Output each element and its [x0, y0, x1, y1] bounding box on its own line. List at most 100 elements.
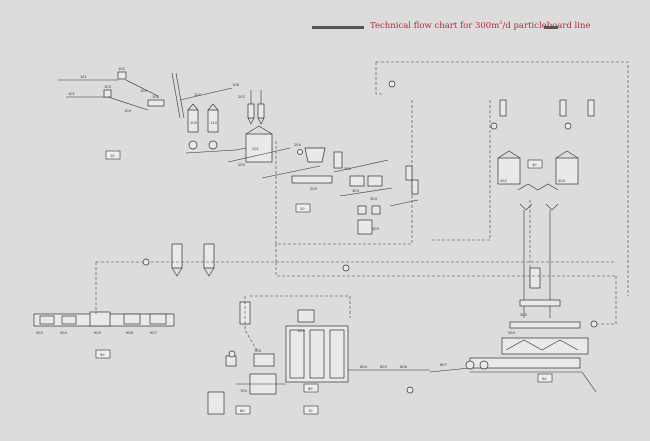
area-label-60: 60 [308, 387, 313, 391]
screen-304 [367, 175, 383, 187]
title-suffix: /d particleboard line [502, 20, 591, 31]
belt-108 [179, 87, 233, 101]
dash-top-loop [376, 61, 629, 296]
fan-d [342, 264, 350, 272]
tag-201: 201 [252, 147, 259, 151]
tag-109: 109 [190, 121, 198, 125]
silo-roofs-40 [497, 150, 579, 159]
tag-304: 304 [370, 197, 378, 201]
tag-101a: 101 [80, 75, 87, 79]
cyclone-cones [247, 117, 265, 125]
wet-silo-roof [245, 125, 273, 135]
tag-108: 108 [232, 83, 240, 87]
area-90-finishing: 90 [33, 243, 215, 359]
area-label-box-60b [303, 405, 319, 415]
tag-204: 204 [294, 143, 302, 147]
tag-205: 205 [310, 187, 317, 191]
silo-roofs [187, 103, 219, 111]
screen-303 [349, 175, 365, 187]
mill-308 [357, 219, 373, 235]
mill-307 [371, 205, 381, 215]
silo-402 [555, 157, 579, 185]
tag-101b: 101 [68, 92, 75, 96]
screen-106 [147, 99, 165, 107]
area-label-80: 80 [240, 409, 245, 413]
silo-109 [187, 109, 199, 133]
tag-303: 303 [352, 189, 359, 193]
area-label-box-50 [537, 373, 553, 383]
feed-205 [235, 147, 247, 151]
title-prefix: Technical flow chart for 300m [370, 20, 500, 31]
cyclone-405 [587, 99, 595, 117]
belt-105 [125, 79, 159, 97]
title-rail-right [544, 26, 558, 29]
saw-906 [149, 313, 167, 325]
former-502 [519, 299, 561, 307]
tag-203: 203 [238, 163, 245, 167]
chipper-102 [117, 71, 127, 80]
area-label-90: 90 [100, 353, 105, 357]
fan-a [388, 80, 396, 88]
area-50-forming: 50 [429, 267, 597, 393]
cyclone-907 [171, 243, 183, 269]
flaker-112 [208, 140, 218, 150]
cyclone-311 [411, 179, 419, 195]
title-bar: Technical flow chart for 300m3/d particl… [312, 18, 590, 36]
tag-305: 305 [372, 227, 379, 231]
dosing-406 [517, 183, 559, 191]
tag-602: 604 [360, 365, 368, 369]
tag-502: 504 [508, 331, 516, 335]
tag-104: 104 [124, 109, 132, 113]
area-40-silos: 40 [497, 99, 595, 318]
cyclone-201a [247, 103, 255, 119]
area-label-70: 70 [308, 409, 313, 413]
tag-105: 105 [140, 89, 147, 93]
area-label-20: 20 [300, 207, 305, 211]
hopper-209 [304, 147, 326, 163]
tag-106: 106 [152, 95, 160, 99]
belt-207 [261, 165, 321, 179]
unit-801 [225, 355, 237, 367]
flaker-111 [188, 140, 198, 150]
area-label-box-40 [527, 159, 543, 169]
dash-dryer-return [275, 100, 413, 245]
dash-mid-lower [275, 262, 616, 277]
tag-904: 906 [126, 331, 134, 335]
dashed-lines [95, 61, 629, 353]
tag-701: 703 [254, 349, 261, 353]
fan-208 [297, 149, 303, 155]
dash-top-left-drop [375, 62, 384, 95]
area-label-box-10 [105, 150, 121, 160]
area-10-chipping: 10 [58, 71, 237, 160]
fan-b [490, 122, 498, 130]
area-80-stacking: 80 [207, 301, 286, 415]
area-label-box-90 [95, 349, 111, 359]
belt-302 [333, 159, 389, 173]
tag-702: 704 [240, 389, 248, 393]
tag-107: 107 [194, 93, 201, 97]
silo-110 [207, 109, 219, 133]
area-20-wet-silo: 20 [227, 90, 333, 213]
cyclone-310 [405, 165, 413, 181]
tag-901: 903 [36, 331, 43, 335]
belt-305 [339, 187, 393, 197]
press-platen-602 [289, 329, 305, 379]
sander-903 [61, 315, 77, 325]
title-superscript: 3 [499, 20, 503, 26]
dash-stacker [244, 296, 259, 353]
roll-608 [479, 360, 489, 370]
tag-902: 904 [60, 331, 68, 335]
spreader-505 [505, 339, 579, 351]
area-label-10: 10 [110, 154, 115, 158]
tag-601: 603 [298, 329, 305, 333]
wet-silo-204 [245, 133, 273, 163]
tag-603: 605 [380, 365, 387, 369]
belt-309 [389, 199, 419, 207]
press-platen-603 [309, 329, 325, 379]
mill-306 [357, 205, 367, 215]
area-60-press: 60 70 [285, 309, 489, 415]
fan-e [590, 320, 598, 328]
fans [142, 80, 598, 394]
